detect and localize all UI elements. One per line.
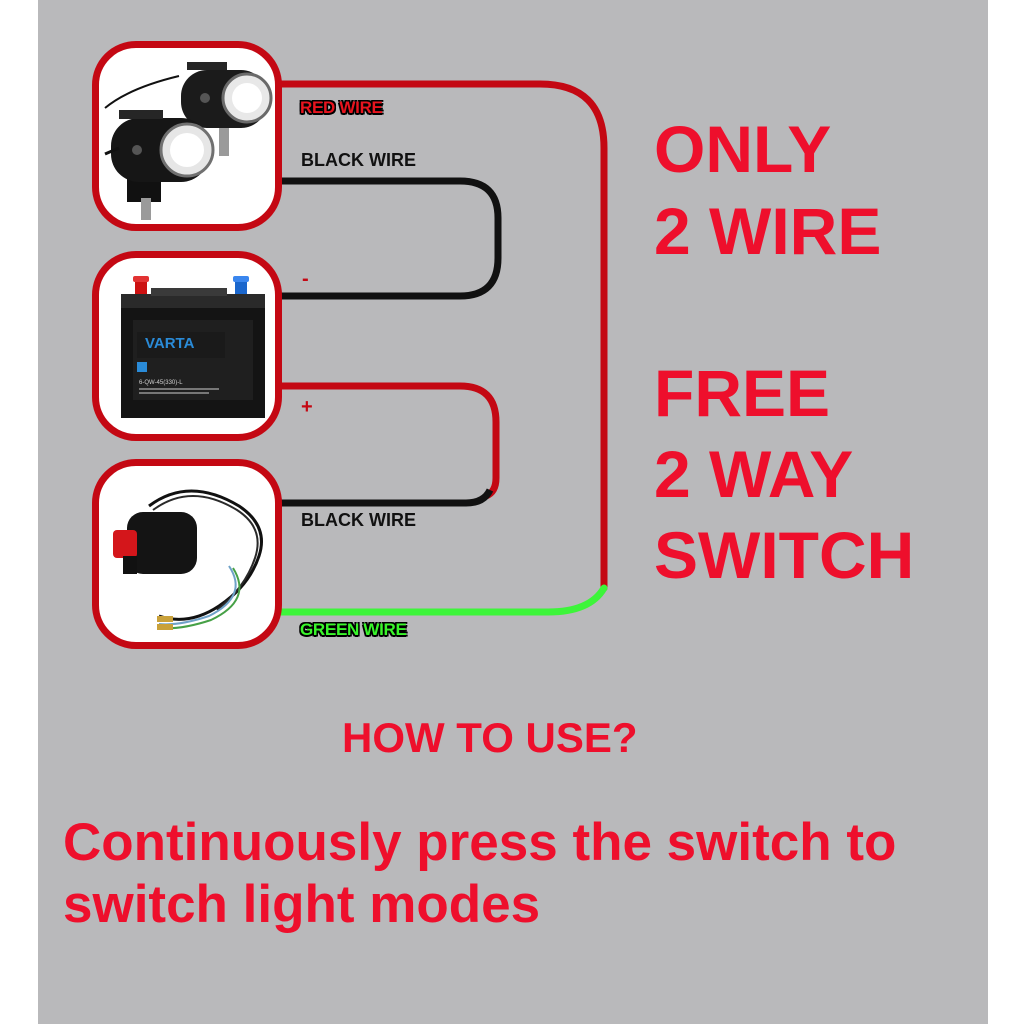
headline-line1: ONLY — [654, 112, 832, 186]
car-battery-icon: VARTA 6-QW-45(330)-L — [121, 276, 265, 418]
red-wire — [264, 80, 608, 592]
headline-line4: 2 WAY — [654, 437, 854, 511]
headline-line5: SWITCH — [654, 518, 915, 592]
red-wire-label: RED WIRE — [300, 98, 383, 117]
switch-frame — [92, 459, 282, 649]
green-wire-label: GREEN WIRE — [300, 620, 407, 639]
black-wire-lower — [268, 488, 494, 507]
battery-brand: VARTA — [145, 335, 195, 352]
positive-terminal-label: + — [301, 396, 313, 418]
black-wire-label-top: BLACK WIRE — [301, 150, 416, 170]
how-to-title: HOW TO USE? — [342, 714, 638, 761]
battery-model: 6-QW-45(330)-L — [139, 380, 183, 386]
lights-frame — [92, 41, 282, 231]
green-wire — [264, 584, 608, 616]
black-wire-label-bottom: BLACK WIRE — [301, 510, 416, 530]
how-to-instruction: Continuously press the switch to switch … — [63, 813, 897, 934]
headline-line3: FREE — [654, 356, 831, 430]
battery-frame: VARTA 6-QW-45(330)-L — [92, 251, 282, 441]
led-spotlight-pair-icon — [104, 62, 273, 220]
negative-terminal-label: - — [302, 268, 309, 290]
black-wire-upper — [268, 177, 502, 300]
headline-line2: 2 WIRE — [654, 194, 882, 268]
handlebar-switch-icon — [113, 489, 263, 630]
